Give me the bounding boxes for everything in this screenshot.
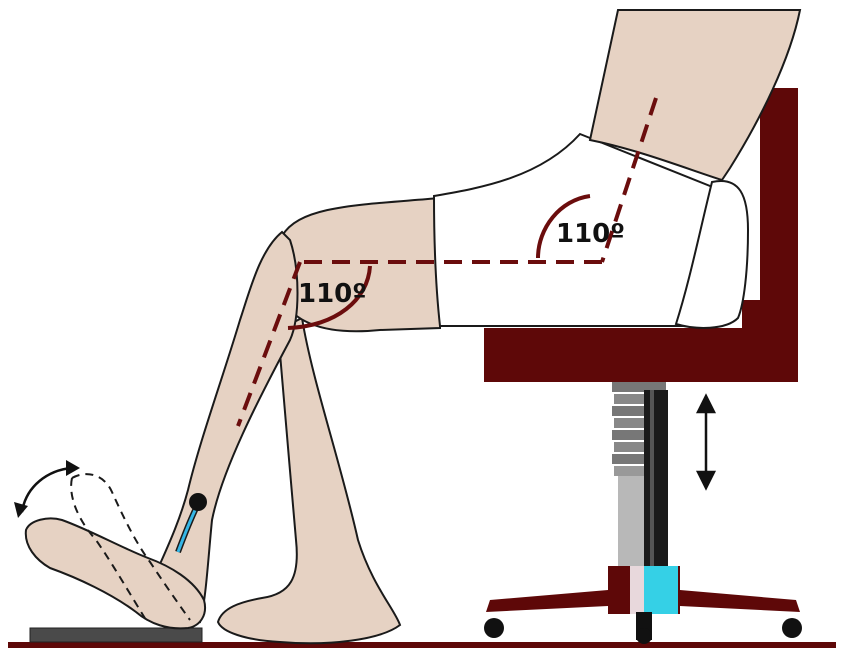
hip-angle-label: 110º — [556, 219, 625, 249]
curved-double-arrow-icon — [14, 460, 80, 518]
chair-leg-right — [680, 590, 800, 612]
left-thigh — [282, 198, 440, 331]
knee-angle-label: 110º — [298, 279, 367, 309]
chair-leg-left — [486, 590, 608, 612]
caster-left — [484, 618, 504, 638]
foot-pad — [30, 628, 202, 642]
caster-center — [636, 628, 652, 644]
floor-line — [8, 642, 836, 648]
chair-seat — [484, 328, 798, 382]
double-arrow-vertical-icon — [698, 396, 714, 488]
caster-right — [782, 618, 802, 638]
